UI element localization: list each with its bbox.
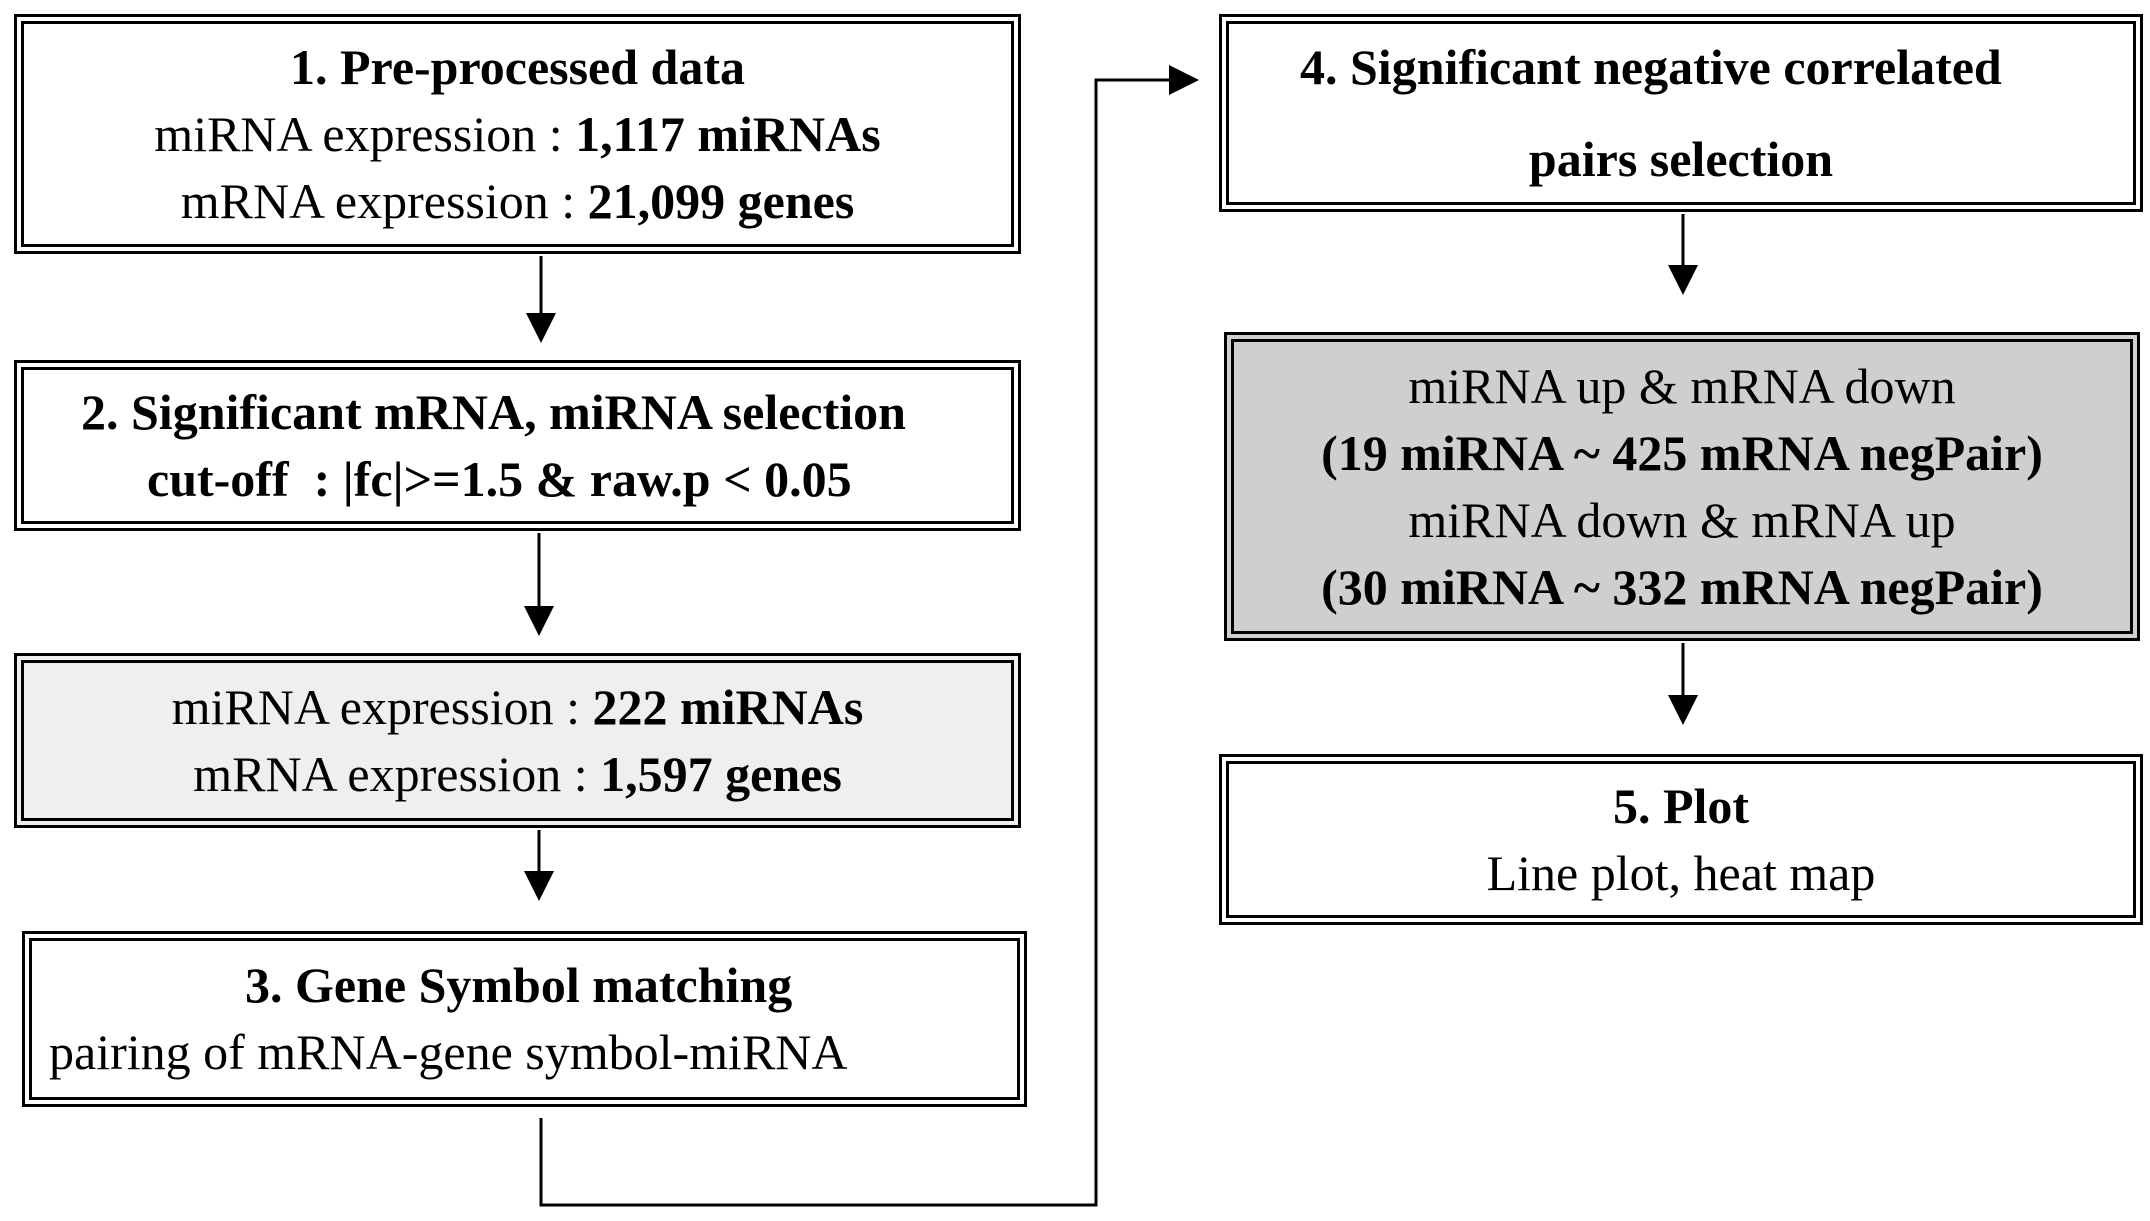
step4-result-box: miRNA up & mRNA down (19 miRNA ~ 425 mRN… [1224,332,2140,641]
step1-preprocessed-data-box: 1. Pre-processed data miRNA expression :… [14,14,1021,254]
step2-result-box: miRNA expression : 222 miRNAs mRNA expre… [14,653,1021,828]
step4-negative-correlation-box: 4. Significant negative correlated pairs… [1219,14,2143,212]
step2-cutoff: cut-off : |fc|>=1.5 & raw.p < 0.05 [147,450,852,507]
result2-mrna-line: mRNA expression : 1,597 genes [17,741,1018,808]
result4-up-down-pairs: (19 miRNA ~ 425 mRNA negPair) [1321,424,2043,481]
step1-mirna-line: miRNA expression : 1,117 miRNAs [17,101,1018,168]
step5-description: Line plot, heat map [1486,844,1876,901]
step3-title: 3. Gene Symbol matching [245,957,793,1013]
step2-significant-selection-box: 2. Significant mRNA, miRNA selection cut… [14,360,1021,531]
arrow-step3-to-step4 [539,65,1199,1207]
step1-title: 1. Pre-processed data [289,38,746,95]
result2-mrna-label: mRNA expression : [193,745,601,802]
step4-title-line1: 4. Significant negative correlated [1300,39,2002,95]
step1-mrna-line: mRNA expression : 21,099 genes [17,168,1018,235]
result2-mirna-value: 222 miRNAs [592,678,864,735]
result4-down-up: miRNA down & mRNA up [1408,491,1956,548]
step2-title: 2. Significant mRNA, miRNA selection [81,383,906,440]
result2-mirna-line: miRNA expression : 222 miRNAs [17,674,1018,741]
step1-mrna-value: 21,099 genes [587,172,855,229]
step3-gene-symbol-matching-box: 3. Gene Symbol matching pairing of mRNA-… [22,931,1027,1107]
step5-title: 5. Plot [1612,777,1750,834]
result4-down-up-pairs: (30 miRNA ~ 332 mRNA negPair) [1321,558,2043,615]
step1-mirna-label: miRNA expression : [154,105,576,162]
step3-description: pairing of mRNA-gene symbol-miRNA [49,1024,848,1080]
step1-mrna-label: mRNA expression : [180,172,588,229]
result4-up-down: miRNA up & mRNA down [1408,357,1956,414]
result2-mrna-value: 1,597 genes [600,745,842,802]
result2-mirna-label: miRNA expression : [171,678,593,735]
step4-title-line2: pairs selection [1528,131,1834,187]
step5-plot-box: 5. Plot Line plot, heat map [1219,754,2143,925]
step1-mirna-value: 1,117 miRNAs [575,105,881,162]
